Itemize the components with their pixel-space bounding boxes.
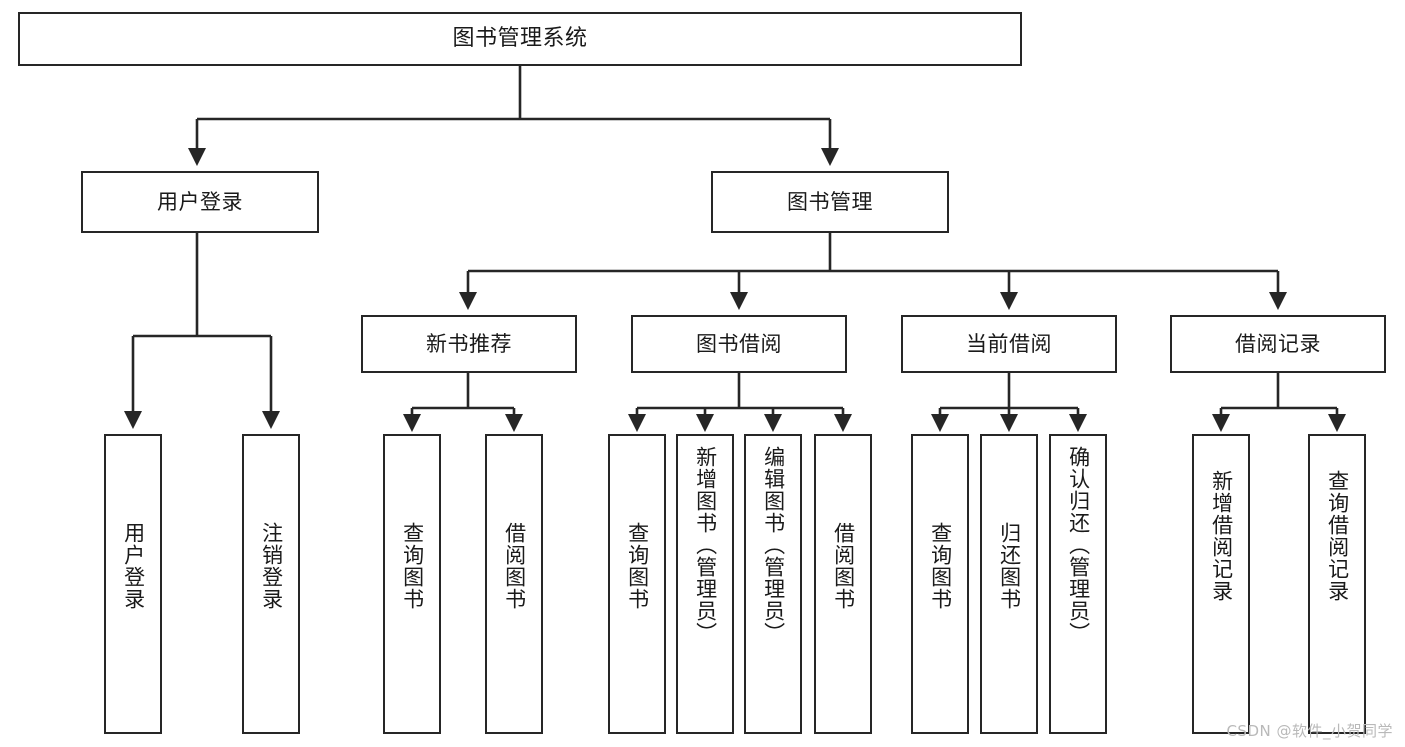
- node-leaf-query-book-3[interactable]: 查询图书: [911, 434, 969, 734]
- node-leaf-confirm-return-label: 确认归还（管理员）: [1066, 446, 1091, 644]
- node-leaf-add-record[interactable]: 新增借阅记录: [1192, 434, 1250, 734]
- node-borrow-record-label: 借阅记录: [1235, 331, 1321, 356]
- node-root[interactable]: 图书管理系统: [18, 12, 1022, 66]
- node-borrow-record[interactable]: 借阅记录: [1170, 315, 1386, 373]
- node-leaf-add-book-label: 新增图书（管理员）: [693, 446, 718, 644]
- node-root-label: 图书管理系统: [452, 26, 588, 52]
- node-leaf-return-book-label: 归还图书: [997, 522, 1022, 610]
- node-leaf-borrow-book-1[interactable]: 借阅图书: [485, 434, 543, 734]
- node-user-login-label: 用户登录: [157, 189, 243, 214]
- node-leaf-query-record-label: 查询借阅记录: [1325, 470, 1350, 602]
- node-leaf-query-record[interactable]: 查询借阅记录: [1308, 434, 1366, 734]
- node-new-book-recommend[interactable]: 新书推荐: [361, 315, 577, 373]
- node-leaf-query-book-1[interactable]: 查询图书: [383, 434, 441, 734]
- node-book-borrow[interactable]: 图书借阅: [631, 315, 847, 373]
- node-leaf-user-login-label: 用户登录: [121, 522, 146, 610]
- node-user-login[interactable]: 用户登录: [81, 171, 319, 233]
- node-leaf-query-book-1-label: 查询图书: [400, 522, 425, 610]
- node-leaf-confirm-return[interactable]: 确认归还（管理员）: [1049, 434, 1107, 734]
- node-leaf-borrow-book-2-label: 借阅图书: [831, 522, 856, 610]
- node-new-book-recommend-label: 新书推荐: [426, 331, 512, 356]
- node-book-management[interactable]: 图书管理: [711, 171, 949, 233]
- node-leaf-query-book-3-label: 查询图书: [928, 522, 953, 610]
- node-leaf-borrow-book-2[interactable]: 借阅图书: [814, 434, 872, 734]
- node-leaf-logout-login-label: 注销登录: [259, 522, 284, 610]
- node-book-management-label: 图书管理: [787, 189, 873, 214]
- watermark: CSDN @软件_小贺同学: [1226, 722, 1393, 740]
- node-leaf-logout-login[interactable]: 注销登录: [242, 434, 300, 734]
- node-leaf-edit-book[interactable]: 编辑图书（管理员）: [744, 434, 802, 734]
- node-current-borrow[interactable]: 当前借阅: [901, 315, 1117, 373]
- node-leaf-edit-book-label: 编辑图书（管理员）: [761, 446, 786, 644]
- node-leaf-user-login[interactable]: 用户登录: [104, 434, 162, 734]
- node-leaf-query-book-2[interactable]: 查询图书: [608, 434, 666, 734]
- node-leaf-query-book-2-label: 查询图书: [625, 522, 650, 610]
- node-leaf-add-record-label: 新增借阅记录: [1209, 470, 1234, 602]
- node-current-borrow-label: 当前借阅: [966, 331, 1052, 356]
- node-leaf-return-book[interactable]: 归还图书: [980, 434, 1038, 734]
- node-book-borrow-label: 图书借阅: [696, 331, 782, 356]
- node-leaf-borrow-book-1-label: 借阅图书: [502, 522, 527, 610]
- node-leaf-add-book[interactable]: 新增图书（管理员）: [676, 434, 734, 734]
